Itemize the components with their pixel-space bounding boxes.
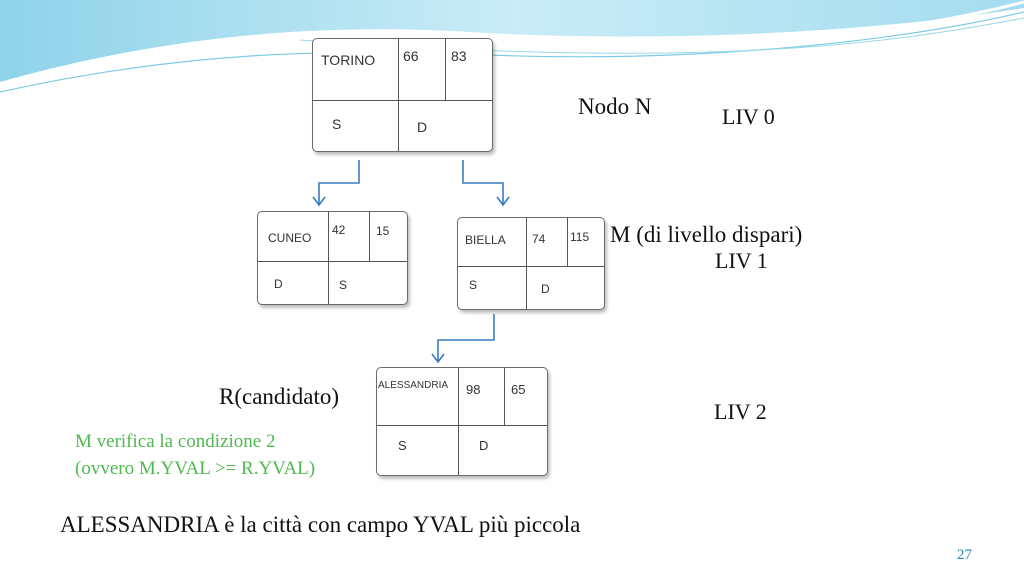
node-divider-v1 (328, 212, 329, 304)
node-x-value: 66 (403, 48, 419, 64)
label-level-0: LIV 0 (722, 104, 775, 129)
node-biella: BIELLA 74 115 S D (457, 217, 605, 310)
node-name: BIELLA (465, 233, 506, 247)
node-y-value: 83 (451, 48, 467, 64)
node-left-child: S (332, 116, 342, 132)
node-right-child: S (339, 278, 348, 292)
node-x-value: 74 (532, 232, 546, 246)
node-divider-h (313, 100, 492, 101)
node-y-value: 115 (570, 230, 590, 244)
node-left-child: D (274, 277, 283, 291)
node-right-child: D (541, 282, 550, 296)
node-name: CUNEO (268, 231, 312, 245)
page-number: 27 (957, 547, 972, 563)
condition-text-line-1: M verifica la condizione 2 (75, 431, 276, 452)
node-divider-h (258, 261, 407, 262)
node-name: ALESSANDRIA (378, 380, 449, 391)
node-alessandria: ALESSANDRIA 98 65 S D (376, 367, 548, 476)
node-divider-v1 (398, 39, 399, 151)
node-left-child: S (469, 278, 478, 292)
connector-biella-alessandria (431, 314, 495, 364)
label-candidate-r: R(candidato) (219, 384, 340, 409)
conclusion-text: ALESSANDRIA è la città con campo YVAL pi… (60, 512, 581, 537)
node-left-child: S (398, 438, 407, 453)
node-divider-v1 (526, 218, 527, 309)
node-divider-h (377, 425, 547, 426)
connector-torino-cuneo (312, 160, 360, 207)
node-divider-v2 (445, 39, 446, 100)
node-right-child: D (479, 438, 489, 453)
node-divider-v2 (504, 368, 505, 425)
node-divider-v1 (458, 368, 459, 475)
node-y-value: 65 (511, 382, 526, 397)
label-node-m: M (di livello dispari) (610, 222, 803, 247)
node-divider-h (458, 266, 604, 267)
node-x-value: 98 (466, 382, 481, 397)
connector-torino-biella (462, 160, 510, 207)
node-torino: TORINO 66 83 S D (312, 38, 493, 152)
node-cuneo: CUNEO 42 15 D S (257, 211, 408, 305)
node-x-value: 42 (332, 223, 346, 237)
node-divider-v2 (369, 212, 370, 261)
label-node-n: Nodo N (578, 94, 652, 119)
node-right-child: D (417, 119, 428, 135)
node-name: TORINO (321, 52, 376, 68)
node-y-value: 15 (376, 224, 390, 238)
label-level-1: LIV 1 (715, 248, 768, 273)
label-level-2: LIV 2 (714, 399, 767, 424)
condition-text-line-2: (ovvero M.YVAL >= R.YVAL) (75, 458, 316, 479)
node-divider-v2 (567, 218, 568, 266)
